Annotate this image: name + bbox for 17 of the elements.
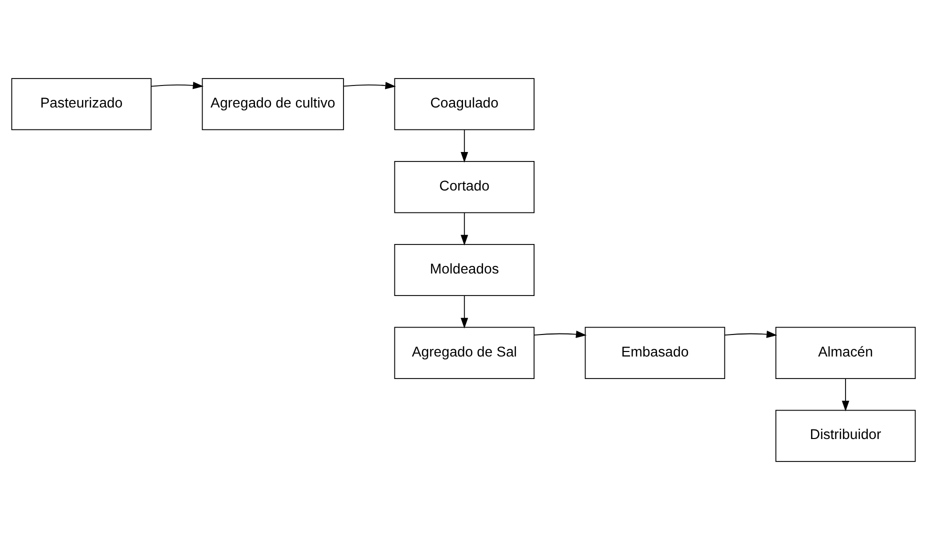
node-box: Distribuidor (775, 410, 916, 462)
arrow (150, 82, 204, 90)
node-box: Moldeados (394, 244, 535, 296)
node-box: Agregado de Sal (394, 326, 535, 379)
node-box: Agregado de cultivo (202, 78, 344, 130)
node-box: Cortado (394, 161, 535, 214)
arrow (460, 212, 468, 246)
arrow (460, 129, 468, 163)
arrow (460, 295, 468, 328)
node-box: Pasteurizado (11, 78, 152, 130)
node-box: Embasado (584, 326, 726, 379)
arrow (343, 82, 396, 90)
arrow (724, 330, 778, 338)
arrow (842, 378, 850, 412)
node-box: Almacén (775, 326, 916, 379)
node-box: Coagulado (394, 78, 535, 130)
arrow (534, 330, 587, 338)
